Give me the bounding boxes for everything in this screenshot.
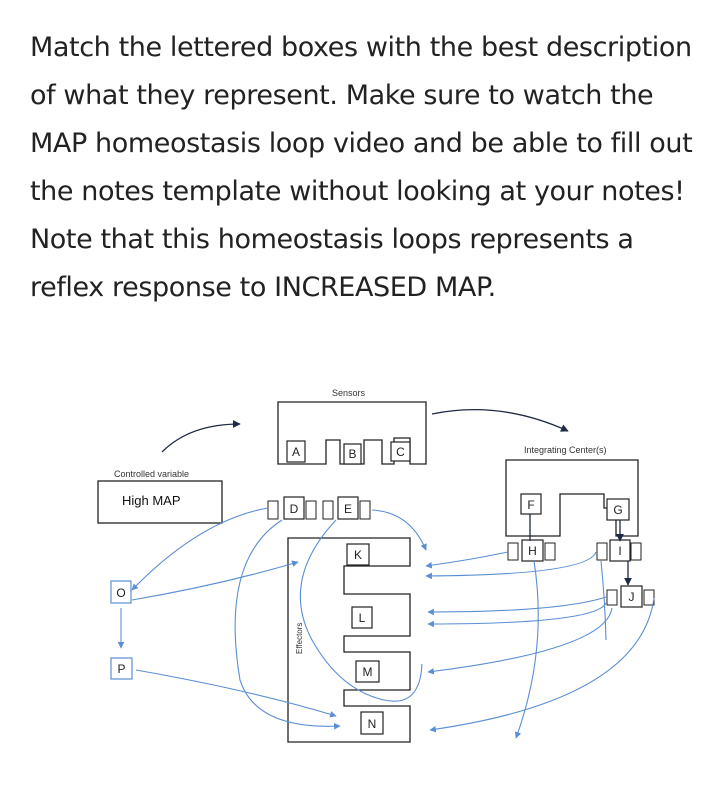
svg-text:F: F xyxy=(527,498,534,512)
box-p[interactable]: P xyxy=(110,657,133,680)
svg-text:J: J xyxy=(629,590,635,604)
box-c[interactable]: C xyxy=(390,441,411,462)
dark-connector-lines xyxy=(161,409,632,586)
box-e[interactable]: E xyxy=(322,496,371,520)
controlled-value-text: High MAP xyxy=(122,493,181,508)
svg-text:P: P xyxy=(117,662,125,676)
box-g[interactable]: G xyxy=(606,498,630,521)
svg-text:L: L xyxy=(359,611,366,625)
svg-text:I: I xyxy=(618,544,621,558)
effectors-outline xyxy=(287,537,411,743)
box-k[interactable]: K xyxy=(346,543,370,566)
svg-text:O: O xyxy=(116,586,125,600)
box-j[interactable]: J xyxy=(606,585,655,608)
sensors-label: Sensors xyxy=(332,388,366,398)
integrating-center-label: Integrating Center(s) xyxy=(524,445,607,455)
svg-text:A: A xyxy=(292,445,300,459)
box-i[interactable]: I xyxy=(596,539,642,562)
sensors-outline xyxy=(277,401,427,465)
svg-text:E: E xyxy=(344,502,352,516)
svg-text:B: B xyxy=(348,447,356,461)
box-b[interactable]: B xyxy=(343,443,362,465)
svg-text:N: N xyxy=(368,717,377,731)
controlled-variable-label: Controlled variable xyxy=(114,469,189,479)
box-m[interactable]: M xyxy=(355,660,380,683)
svg-text:H: H xyxy=(528,544,537,558)
box-d[interactable]: D xyxy=(267,496,317,520)
box-a[interactable]: A xyxy=(286,440,306,463)
effectors-label: Effectors xyxy=(295,623,304,654)
svg-text:G: G xyxy=(613,503,622,517)
controlled-variable-box xyxy=(97,480,223,524)
box-o[interactable]: O xyxy=(110,580,132,604)
box-f[interactable]: F xyxy=(520,493,542,515)
question-text: Match the lettered boxes with the best d… xyxy=(30,32,693,303)
box-l[interactable]: L xyxy=(351,606,373,629)
blue-connector-lines xyxy=(117,507,655,739)
homeostasis-loop-diagram: Sensors A B C Integrating Center(s) F G … xyxy=(97,388,655,743)
box-n[interactable]: N xyxy=(360,711,384,735)
svg-text:C: C xyxy=(396,445,405,459)
svg-text:M: M xyxy=(363,665,373,679)
svg-text:K: K xyxy=(354,548,362,562)
box-h[interactable]: H xyxy=(507,539,556,562)
svg-text:D: D xyxy=(290,502,299,516)
